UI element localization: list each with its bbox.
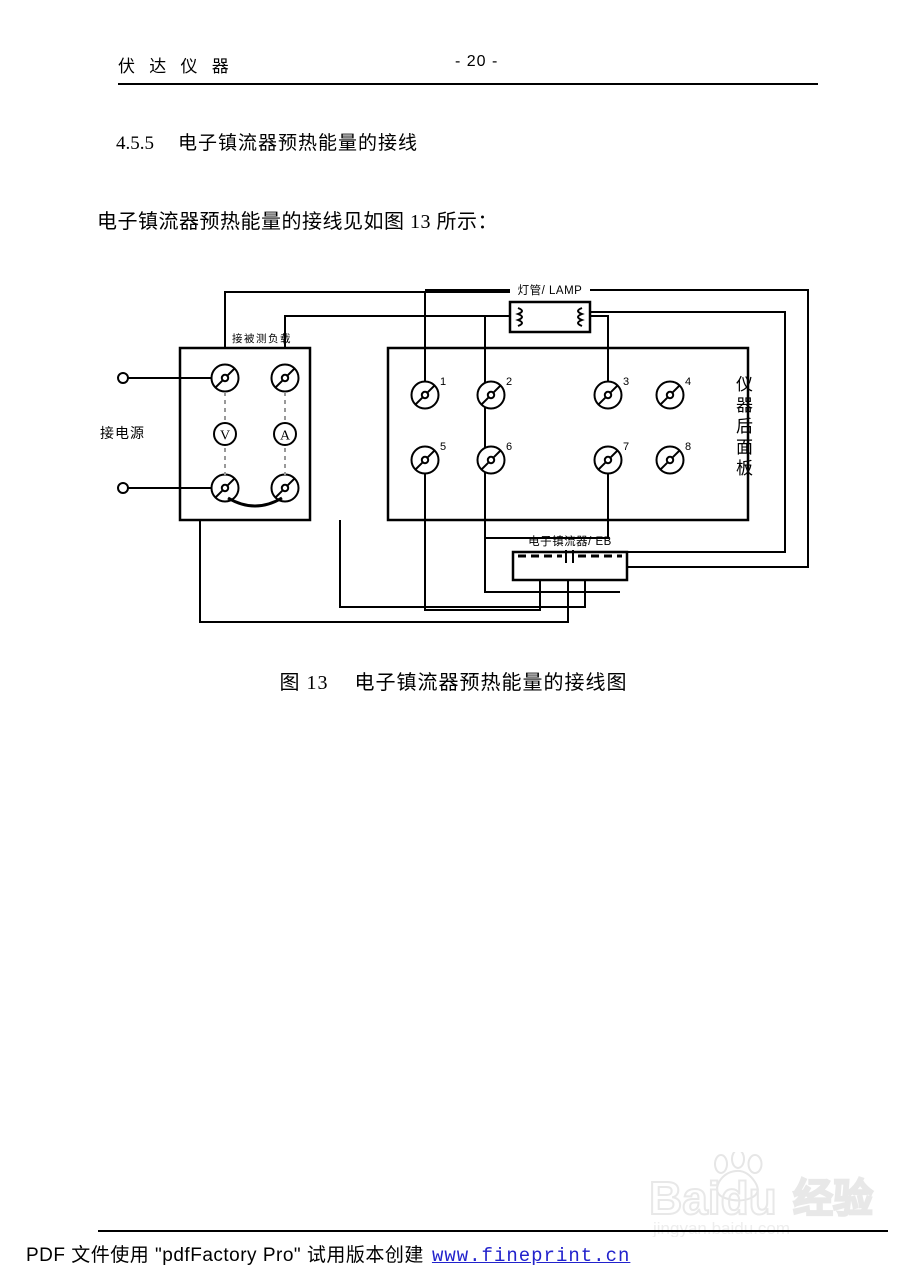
rear-terminal-8-number: 8 <box>685 441 691 453</box>
lamp-filament-left-icon <box>515 307 523 327</box>
wiring-diagram-svg: V A 接被测负载 接电源 仪器后面板 1 2 3 4 <box>100 283 809 623</box>
ammeter-symbol: A <box>273 422 297 446</box>
figure-caption-text: 电子镇流器预热能量的接线图 <box>354 672 628 694</box>
rear-terminal-3[interactable] <box>593 380 623 410</box>
load-connection-label: 接被测负载 <box>232 332 292 345</box>
ballast-label: 电子镇流器/ EB <box>528 534 612 548</box>
figure-caption-number: 图 13 <box>279 672 329 694</box>
lamp-label: 灯管/ LAMP <box>518 283 583 297</box>
wire-network <box>224 289 809 611</box>
voltmeter-label: V <box>220 429 230 444</box>
wire-lamp-right-inner-loop <box>590 311 786 553</box>
panel-terminal-top-right[interactable] <box>270 363 300 393</box>
power-leads <box>117 372 212 494</box>
wire-route-terminal7-to-ballast-top <box>485 455 609 539</box>
power-connection-label: 接电源 <box>100 425 145 442</box>
baidu-watermark: Baidu 经验 jingyan.baidu.com <box>643 1149 893 1238</box>
rear-terminal-4[interactable] <box>655 380 685 410</box>
panel-terminal-bottom-left[interactable] <box>210 473 240 503</box>
baidu-brand-text: Baidu <box>649 1172 777 1224</box>
wire-ballast-bottom-to-panel-left <box>199 520 569 623</box>
lamp-filament-right-icon <box>577 307 585 327</box>
panel-terminal-top-left[interactable] <box>210 363 240 393</box>
figure-caption: 图 13 电子镇流器预热能量的接线图 <box>0 666 907 695</box>
lamp-box <box>508 300 592 334</box>
header-company-name: 伏 达 仪 器 <box>118 57 234 76</box>
rear-terminal-7[interactable] <box>593 445 623 475</box>
rear-terminal-2-number: 2 <box>506 376 512 388</box>
outer-loop-wires <box>199 520 586 623</box>
footer-notice-text: PDF 文件使用 "pdfFactory Pro" 试用版本创建 <box>26 1245 424 1266</box>
rear-terminal-6[interactable] <box>476 445 506 475</box>
wire-terminal1-to-lamp <box>424 291 510 395</box>
rear-terminal-3-number: 3 <box>623 376 629 388</box>
body-paragraph: 电子镇流器预热能量的接线见如图 13 所示： <box>97 211 498 233</box>
page-header: 伏 达 仪 器 - 20 - <box>118 52 818 82</box>
fineprint-link[interactable]: www.fineprint.cn <box>431 1245 631 1267</box>
rear-terminal-6-number: 6 <box>506 441 512 453</box>
ballast-component: 电子镇流器/ EB <box>511 534 629 582</box>
baidu-watermark-url: jingyan.baidu.com <box>652 1219 790 1237</box>
wire-route-load-to-terminal1 <box>224 291 426 395</box>
paw-icon <box>714 1149 763 1202</box>
section-heading: 4.5.5 电子镇流器预热能量的接线 <box>116 128 418 155</box>
rear-terminal-5-number: 5 <box>440 441 446 453</box>
rear-terminal-5[interactable] <box>410 445 440 475</box>
lamp-component: 灯管/ LAMP <box>508 283 592 334</box>
ammeter-label: A <box>280 429 291 444</box>
rear-terminal-8[interactable] <box>655 445 685 475</box>
rear-terminal-2[interactable] <box>476 380 506 410</box>
header-divider-rule <box>118 83 818 85</box>
rear-terminal-1[interactable] <box>410 380 440 410</box>
baidu-watermark-svg: Baidu 经验 jingyan.baidu.com <box>648 1149 874 1238</box>
voltmeter-symbol: V <box>213 422 237 446</box>
front-panel-box <box>178 346 312 522</box>
header-page-number: - 20 - <box>455 53 499 70</box>
rear-panel-box <box>386 346 750 522</box>
footer-notice: PDF 文件使用 "pdfFactory Pro" 试用版本创建 www.fine… <box>26 1240 630 1267</box>
footer-divider-rule <box>98 1230 888 1232</box>
panel-terminal-bottom-right[interactable] <box>270 473 300 503</box>
wire-lamp-right-outer-loop <box>590 289 809 568</box>
rear-panel-label: 仪器后面板 <box>736 375 755 478</box>
rear-terminal-4-number: 4 <box>685 376 691 388</box>
rear-terminal-7-number: 7 <box>623 441 629 453</box>
wire-route-loadB-to-ballast-bottom <box>284 315 620 593</box>
wiring-diagram: V A 接被测负载 接电源 仪器后面板 1 2 3 4 <box>0 270 907 650</box>
panel-bottom-jumper <box>227 496 283 508</box>
wire-terminal-b-to-bottom <box>284 315 486 550</box>
wire-route-terminal5-to-ballast <box>424 455 541 611</box>
rear-terminal-1-number: 1 <box>440 376 446 388</box>
section-title: 电子镇流器预热能量的接线 <box>178 133 419 154</box>
wire-ballast-bottom-to-panel-mid <box>339 520 586 608</box>
section-number: 4.5.5 <box>116 133 154 154</box>
baidu-suffix-text: 经验 <box>793 1177 873 1221</box>
